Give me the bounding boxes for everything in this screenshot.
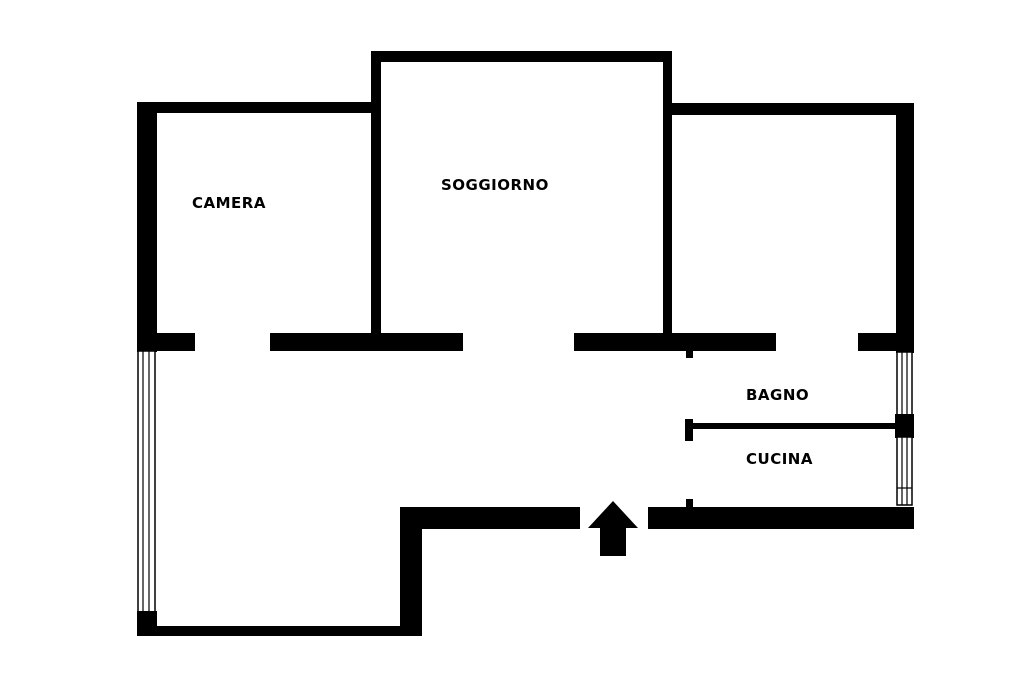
soggiorno-top-wall — [371, 51, 671, 62]
middle-wall-segment-3 — [574, 333, 776, 351]
camera-left-wall — [137, 102, 157, 352]
soggiorno-walls — [371, 51, 672, 341]
soggiorno-left-wall — [371, 51, 381, 341]
room-label-bagno: BAGNO — [746, 386, 810, 404]
soggiorno-right-wall — [663, 51, 672, 341]
right-room-top-wall — [668, 103, 914, 115]
right-room-walls — [668, 103, 914, 353]
middle-wall — [137, 333, 914, 351]
lower-walls — [137, 507, 914, 636]
room-label-cucina: CUCINA — [746, 450, 813, 468]
entrance-wall-left — [400, 507, 580, 529]
entrance-wall-right — [648, 507, 914, 529]
bagno-cucina-partition — [685, 347, 897, 511]
door-jamb-top — [686, 347, 693, 358]
camera-walls — [137, 102, 375, 352]
left-window — [137, 350, 156, 614]
bottom-wall — [137, 626, 422, 636]
camera-top-wall — [137, 102, 375, 113]
room-label-soggiorno: SOGGIORNO — [441, 176, 549, 194]
partition-stub — [685, 419, 693, 441]
middle-wall-segment-4 — [858, 333, 914, 351]
middle-wall-segment-2 — [270, 333, 463, 351]
left-window-frame — [137, 350, 156, 614]
bagno-window-frame — [896, 351, 913, 417]
right-room-right-wall — [896, 103, 914, 353]
room-label-camera: CAMERA — [192, 194, 266, 212]
partition-wall — [685, 423, 897, 429]
window-divider — [895, 414, 914, 438]
cucina-window-frame — [896, 436, 913, 506]
alcove-right-wall — [400, 507, 422, 636]
door-jamb-bottom — [686, 499, 693, 511]
middle-wall-segment-1 — [137, 333, 195, 351]
arrow-up-icon — [588, 501, 638, 556]
right-windows — [895, 351, 914, 506]
